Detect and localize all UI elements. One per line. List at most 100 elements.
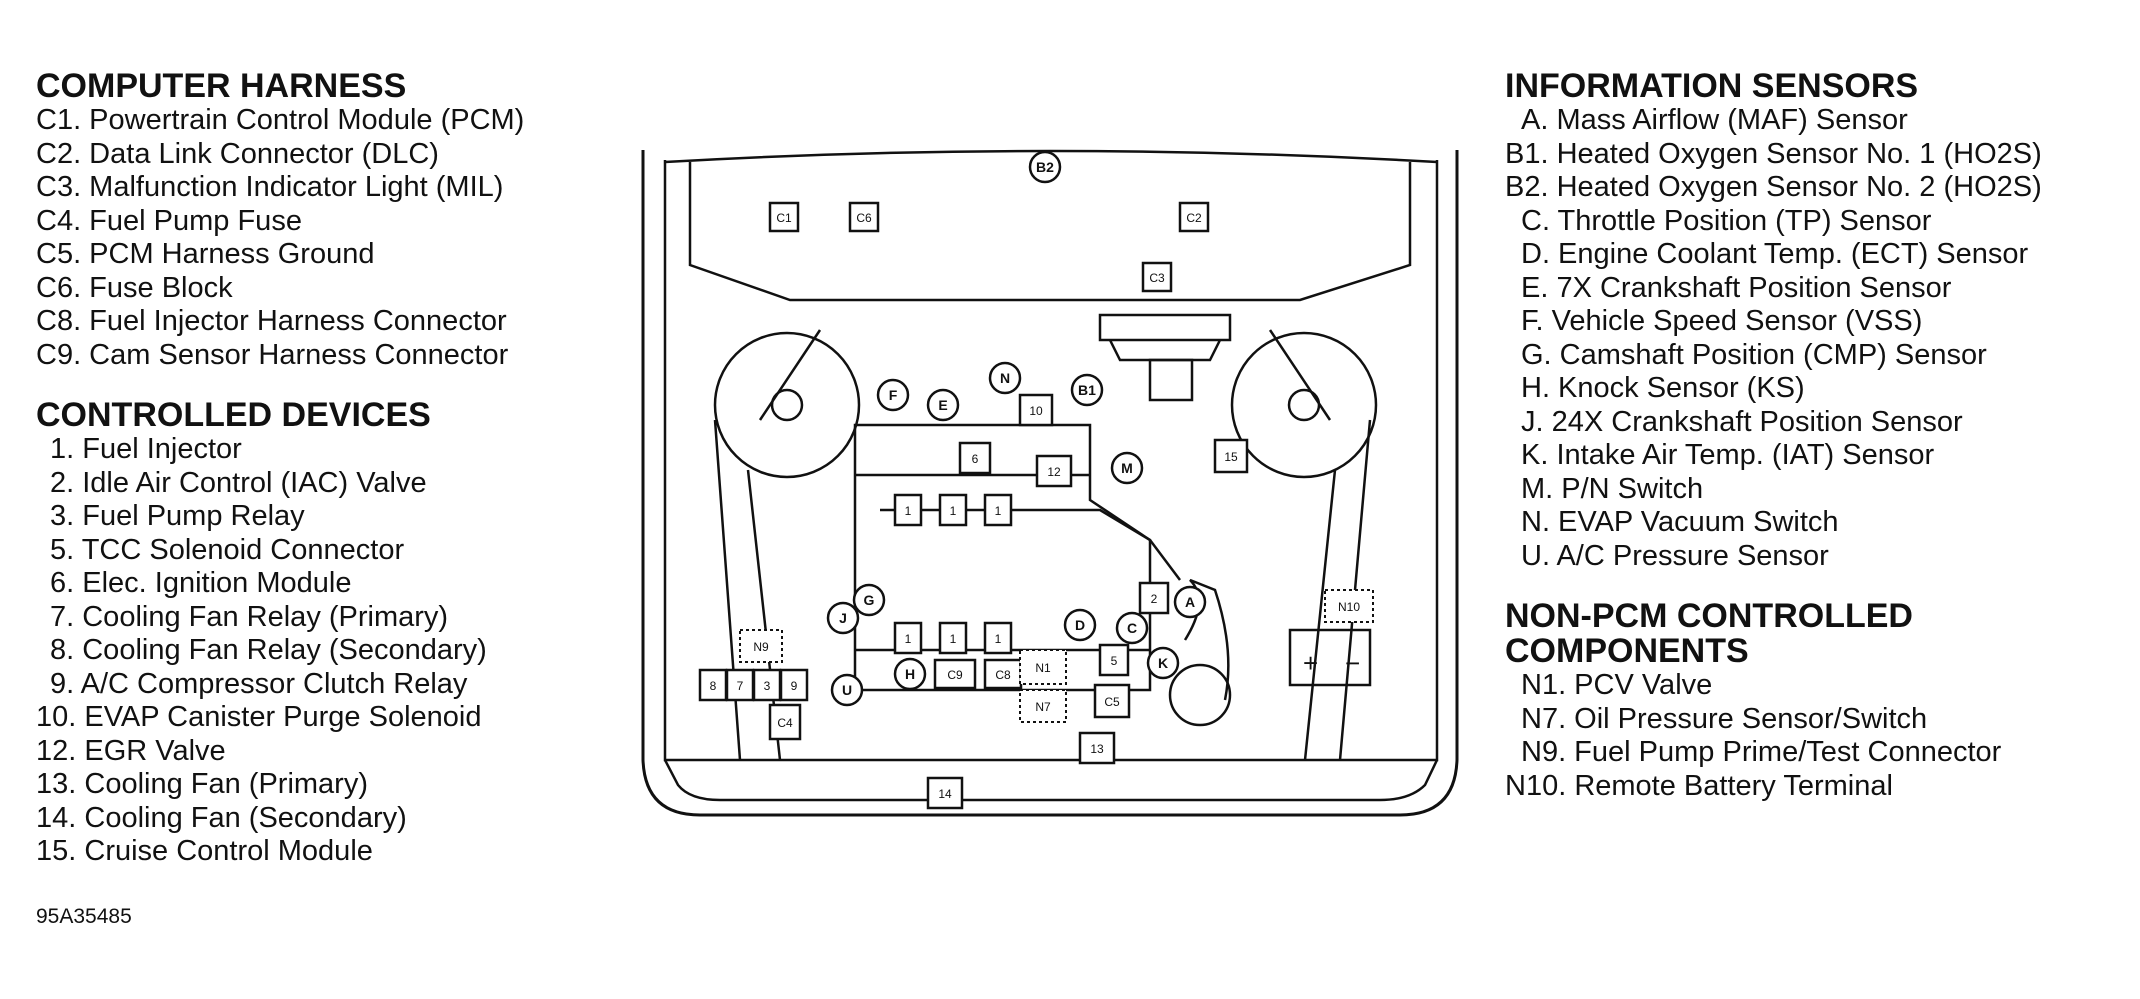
legend-item: M. P/N Switch bbox=[1521, 472, 1704, 505]
relay-9-box bbox=[779, 668, 809, 702]
legend-item: C8. Fuel Injector Harness Connector bbox=[36, 305, 507, 337]
firewall-line bbox=[664, 149, 1438, 164]
c6-box bbox=[848, 201, 880, 233]
m-label: M bbox=[1121, 460, 1133, 476]
left-legend: COMPUTER HARNESS C1. Powertrain Control … bbox=[36, 69, 656, 869]
n7-dash-label: N7 bbox=[1035, 700, 1051, 714]
legend-item: A. Mass Airflow (MAF) Sensor bbox=[1521, 104, 1908, 136]
vehicle-outline bbox=[641, 150, 1459, 817]
c3-box bbox=[1141, 261, 1173, 293]
c3-label: C3 bbox=[1149, 271, 1165, 285]
legend-item: 13. Cooling Fan (Primary) bbox=[36, 768, 368, 800]
iac-2-box bbox=[1138, 581, 1170, 615]
controlled-devices-group: CONTROLLED DEVICES 1. Fuel Injector 2. I… bbox=[36, 398, 656, 869]
legend-item: C. Throttle Position (TP) Sensor bbox=[1521, 204, 1932, 237]
tcc-5-box bbox=[1098, 643, 1130, 677]
legend-item: C4. Fuel Pump Fuse bbox=[36, 204, 302, 237]
maf-ring bbox=[1168, 663, 1232, 727]
c-label: C bbox=[1127, 620, 1137, 636]
legend-item: 5. TCC Solenoid Connector bbox=[50, 533, 405, 566]
n9-dash-label: N9 bbox=[753, 640, 769, 654]
injector-1a bbox=[893, 493, 923, 527]
n10-box bbox=[1324, 589, 1374, 623]
air-box bbox=[1148, 358, 1194, 402]
c4-box bbox=[768, 703, 802, 741]
h-label: H bbox=[905, 666, 915, 682]
injector-1f bbox=[983, 621, 1013, 655]
c1-box bbox=[768, 201, 800, 233]
non-pcm-list: N1. PCV Valve N7. Oil Pressure Sensor/Sw… bbox=[1505, 669, 2135, 803]
legend-item: N1. PCV Valve bbox=[1521, 669, 1713, 701]
n12-box-label: 12 bbox=[1047, 465, 1061, 479]
c5-box bbox=[1093, 683, 1131, 719]
figure-code: 95A35485 bbox=[36, 905, 132, 928]
legend-item: 8. Cooling Fan Relay (Secondary) bbox=[50, 634, 487, 666]
information-sensors-heading: INFORMATION SENSORS bbox=[1505, 67, 1919, 105]
c9-box bbox=[933, 658, 977, 690]
legend-item: C2. Data Link Connector (DLC) bbox=[36, 137, 439, 170]
d-marker bbox=[1063, 608, 1097, 642]
legend-item: 3. Fuel Pump Relay bbox=[50, 500, 305, 532]
legend-item: D. Engine Coolant Temp. (ECT) Sensor bbox=[1521, 238, 2029, 270]
n-label: N bbox=[1000, 370, 1010, 386]
n2-box-label: 2 bbox=[1151, 592, 1158, 606]
n15-box-label: 15 bbox=[1224, 450, 1238, 464]
legend-item: 6. Elec. Ignition Module bbox=[50, 567, 352, 599]
c8-box bbox=[983, 658, 1023, 690]
computer-harness-list: C1. Powertrain Control Module (PCM) C2. … bbox=[36, 104, 656, 372]
legend-item: 7. Cooling Fan Relay (Primary) bbox=[50, 600, 449, 633]
controlled-devices-heading: CONTROLLED DEVICES bbox=[36, 396, 431, 434]
legend-item: U. A/C Pressure Sensor bbox=[1521, 539, 1829, 572]
c2-box bbox=[1178, 201, 1210, 233]
n-marker bbox=[988, 361, 1022, 395]
n10-box-label: 10 bbox=[1029, 404, 1043, 418]
j-label: J bbox=[839, 610, 847, 626]
legend-item: 9. A/C Compressor Clutch Relay bbox=[50, 667, 468, 700]
n5-box-label: 5 bbox=[1111, 654, 1118, 668]
m-marker bbox=[1110, 451, 1144, 485]
engine-bay-svg: + − bbox=[641, 149, 1459, 817]
legend-item: F. Vehicle Speed Sensor (VSS) bbox=[1521, 305, 1923, 337]
legend-item: K. Intake Air Temp. (IAT) Sensor bbox=[1521, 439, 1935, 471]
fan-13-box bbox=[1078, 731, 1116, 765]
module-6-box bbox=[958, 441, 992, 475]
legend-item: H. Knock Sensor (KS) bbox=[1521, 372, 1805, 404]
information-sensors-group: INFORMATION SENSORS A. Mass Airflow (MAF… bbox=[1505, 69, 2135, 573]
legend-item: 1. Fuel Injector bbox=[50, 433, 242, 465]
n9-box bbox=[739, 629, 783, 663]
legend-item: C3. Malfunction Indicator Light (MIL) bbox=[36, 171, 504, 203]
relay-3-box bbox=[752, 668, 782, 702]
non-pcm-group: NON-PCM CONTROLLED COMPONENTS N1. PCV Va… bbox=[1505, 599, 2135, 803]
n9-box-label: 9 bbox=[791, 679, 798, 693]
legend-item: B1. Heated Oxygen Sensor No. 1 (HO2S) bbox=[1505, 137, 2042, 170]
right-legend: INFORMATION SENSORS A. Mass Airflow (MAF… bbox=[1505, 69, 2135, 803]
legend-item: 15. Cruise Control Module bbox=[36, 835, 373, 867]
non-pcm-heading-line2: COMPONENTS bbox=[1505, 632, 1749, 670]
g-label: G bbox=[864, 592, 875, 608]
legend-item: N7. Oil Pressure Sensor/Switch bbox=[1521, 702, 1928, 735]
n10-dash-label: N10 bbox=[1338, 600, 1360, 614]
injector-1c bbox=[983, 493, 1013, 527]
battery-plus: + bbox=[1303, 648, 1318, 678]
n1c-label: 1 bbox=[995, 504, 1002, 518]
injector-1e bbox=[938, 621, 968, 655]
n13-box-label: 13 bbox=[1090, 742, 1104, 756]
information-sensors-list: A. Mass Airflow (MAF) Sensor B1. Heated … bbox=[1505, 104, 2135, 573]
battery-minus: − bbox=[1345, 648, 1360, 678]
legend-item: E. 7X Crankshaft Position Sensor bbox=[1521, 271, 1952, 304]
n1f-label: 1 bbox=[995, 632, 1002, 646]
injector-1b bbox=[938, 493, 968, 527]
c1-label: C1 bbox=[776, 211, 792, 225]
b1-label: B1 bbox=[1078, 382, 1096, 398]
left-strut-hole bbox=[770, 388, 804, 422]
n1b-label: 1 bbox=[950, 504, 957, 518]
computer-harness-heading: COMPUTER HARNESS bbox=[36, 67, 407, 105]
c5-label: C5 bbox=[1104, 695, 1120, 709]
inner-outline bbox=[663, 160, 1439, 762]
module-15-box bbox=[1213, 438, 1249, 474]
legend-item: N9. Fuel Pump Prime/Test Connector bbox=[1521, 736, 2002, 768]
n7-box bbox=[1019, 689, 1067, 723]
fan-14-box bbox=[926, 776, 964, 810]
h-marker bbox=[893, 657, 927, 691]
front-bumper bbox=[663, 759, 1439, 802]
